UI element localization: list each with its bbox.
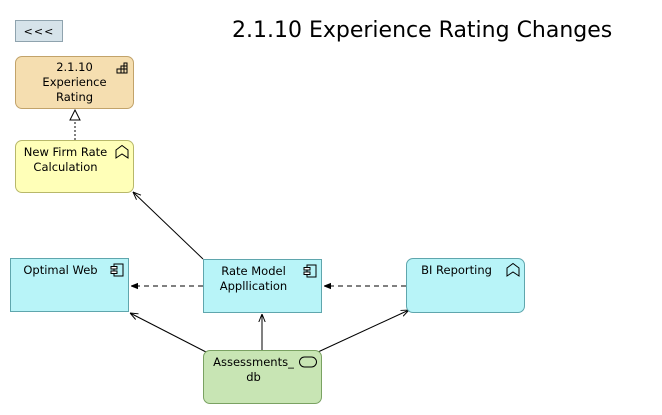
node-label: Rate Model Appllication <box>219 264 288 293</box>
data-object-icon <box>298 354 318 370</box>
node-optimal-web[interactable]: Optimal Web <box>10 258 129 312</box>
node-label: Assessments_ db <box>213 355 294 384</box>
business-function-icon <box>114 144 130 160</box>
serving-edge-ratemodel-firmrate <box>133 192 204 260</box>
node-bi-reporting[interactable]: BI Reporting <box>406 258 525 313</box>
node-label: Optimal Web <box>23 263 98 277</box>
node-experience-rating[interactable]: 2.1.10 Experience Rating <box>15 56 134 109</box>
node-label: BI Reporting <box>421 263 492 277</box>
node-assessments-db[interactable]: Assessments_ db <box>203 350 322 404</box>
node-label: 2.1.10 Experience Rating <box>42 60 107 104</box>
application-component-icon <box>302 263 318 279</box>
node-new-firm-rate[interactable]: New Firm Rate Calculation <box>15 140 134 193</box>
application-component-icon <box>109 262 125 278</box>
access-edge-assess-optimal <box>130 313 207 353</box>
access-edge-assess-bireport <box>317 310 409 353</box>
application-function-icon <box>505 262 521 278</box>
node-label: New Firm Rate Calculation <box>23 145 108 174</box>
page-title: 2.1.10 Experience Rating Changes <box>232 18 613 43</box>
back-button[interactable]: <<< <box>15 20 63 42</box>
value-stream-icon <box>114 60 130 76</box>
node-rate-model-application[interactable]: Rate Model Appllication <box>203 259 322 313</box>
